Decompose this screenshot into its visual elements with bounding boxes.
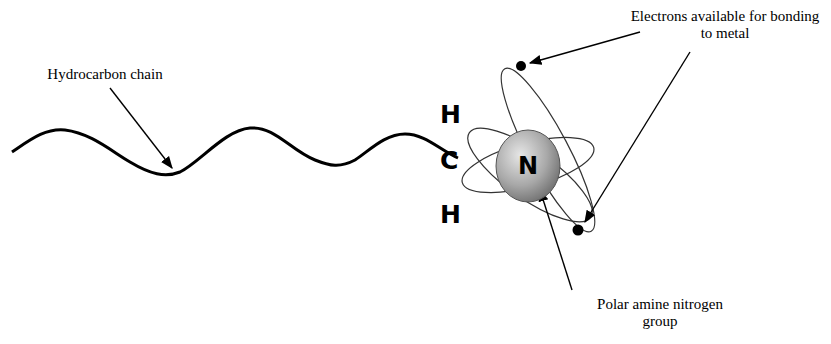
hydrocarbon-chain xyxy=(12,128,458,175)
orbit xyxy=(456,113,605,237)
electron-orbits xyxy=(456,59,609,240)
part-label: Hydrocarbon chain xyxy=(30,66,180,83)
atom-symbol: H xyxy=(440,202,461,227)
leader-line xyxy=(530,32,640,63)
orbit xyxy=(457,126,600,204)
leader-line xyxy=(110,88,172,168)
atom-symbol: C xyxy=(440,148,458,173)
atom-symbol: H xyxy=(440,102,461,127)
atom-symbol: N xyxy=(518,154,538,178)
leader-line xyxy=(585,52,690,222)
atom-sphere xyxy=(496,130,560,202)
callout-label: Polar amine nitrogen group xyxy=(585,296,735,331)
leader-line xyxy=(540,190,572,290)
electron-dot xyxy=(573,225,584,236)
callout-label: Electrons available for bonding to metal xyxy=(630,8,820,43)
atom-circle: N xyxy=(495,129,561,203)
leader-lines xyxy=(110,32,690,290)
electron-dot xyxy=(516,61,526,71)
